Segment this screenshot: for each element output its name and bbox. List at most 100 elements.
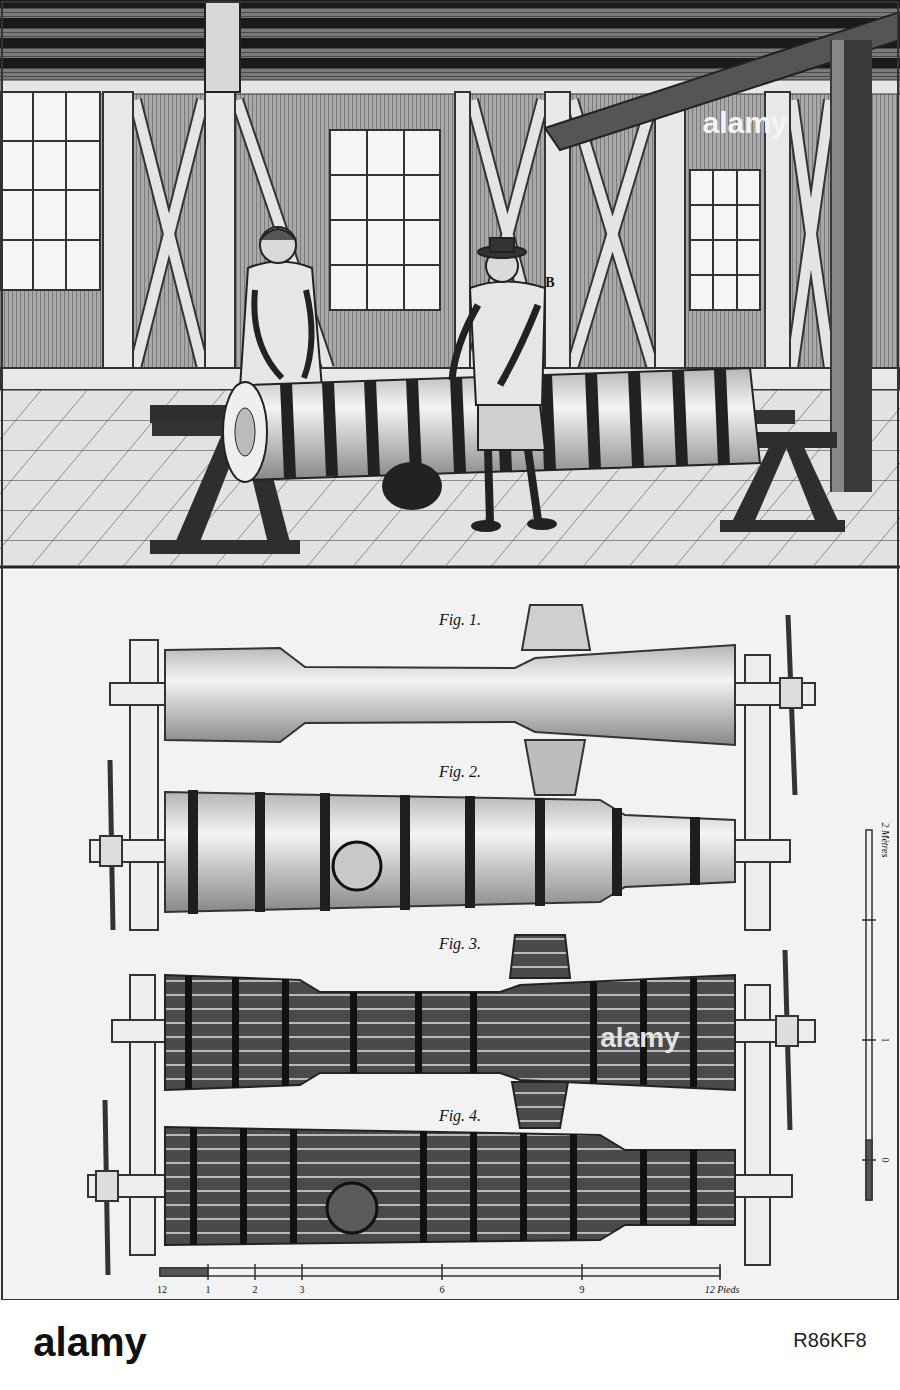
mold-with-hoops — [512, 1082, 568, 1128]
spindle — [730, 1020, 815, 1042]
scale-bar — [862, 920, 876, 1160]
mold-with-hoops — [240, 1128, 247, 1244]
scale-bar — [160, 1268, 208, 1276]
watermark-bar — [0, 1300, 900, 1390]
worker-figure — [452, 305, 478, 380]
cannon-mold — [152, 368, 795, 510]
mold-with-hoops — [690, 1150, 697, 1225]
window — [690, 170, 760, 310]
scale-number: 9 — [578, 1284, 587, 1295]
mold-with-bands — [165, 792, 735, 912]
worker-figure — [452, 238, 556, 531]
mold-profile — [522, 605, 590, 650]
cannon-mold — [382, 462, 442, 510]
spindle — [730, 1175, 792, 1197]
mold-with-hoops — [165, 1127, 735, 1245]
worker-figure — [500, 305, 538, 385]
mold-profile — [525, 740, 585, 795]
roof-beam — [205, 0, 900, 492]
cannon-mold — [364, 380, 380, 475]
mold-with-hoops — [290, 1129, 297, 1243]
image-id: R86KF8 — [793, 1329, 866, 1351]
workshop-scene — [0, 38, 900, 48]
mold-with-hoops — [185, 976, 697, 1089]
cannon-mold — [714, 370, 730, 465]
mold-with-hoops — [470, 1132, 477, 1242]
timber-post — [103, 92, 133, 377]
mold-with-hoops — [327, 1183, 377, 1233]
mold-with-bands — [188, 790, 700, 914]
worker-figure — [240, 262, 322, 389]
figure-label: Fig. 1. — [437, 611, 483, 629]
mold-with-hoops — [590, 982, 597, 1083]
timber-post — [655, 92, 685, 377]
mold-with-hoops — [190, 1127, 197, 1245]
timber-post — [0, 92, 900, 390]
mold-figures — [0, 2, 900, 1300]
window — [0, 92, 100, 290]
support-board — [130, 975, 155, 1255]
mold-with-bands — [612, 808, 622, 896]
scale-bar — [208, 1264, 720, 1280]
mold-with-hoops — [470, 992, 477, 1073]
mold-with-hoops — [520, 1133, 527, 1241]
mold-with-bands — [535, 798, 545, 906]
mold-with-hoops — [350, 992, 357, 1073]
scale-number: 2 — [251, 1284, 260, 1295]
worker-figure — [490, 238, 514, 252]
mold-with-bands — [400, 795, 410, 910]
roof-beam — [830, 40, 872, 492]
support-board — [130, 640, 770, 1265]
workshop-scene — [0, 566, 900, 569]
mold-with-hoops — [190, 1127, 697, 1245]
mold-with-hoops — [282, 979, 289, 1086]
callout-letter: B — [545, 275, 554, 290]
figure-label: Fig. 4. — [437, 1107, 483, 1125]
mold-with-hoops — [165, 935, 735, 1128]
spindle — [110, 683, 170, 705]
trestle — [785, 445, 840, 528]
worker-figure — [470, 282, 545, 406]
mold-with-hoops — [640, 1150, 647, 1225]
mold-with-hoops — [232, 977, 239, 1088]
spindle — [112, 1020, 172, 1042]
crank-handle — [776, 1016, 798, 1046]
worker-figure — [260, 227, 296, 263]
scale-number: 0 — [880, 1156, 891, 1165]
scale-unit: 12 Pieds — [703, 1284, 742, 1295]
mold-with-hoops — [415, 992, 422, 1073]
window — [330, 130, 440, 310]
mold-with-hoops — [165, 1127, 735, 1245]
watermark: alamy — [702, 106, 787, 139]
timber-post — [205, 92, 235, 377]
worker-figure — [304, 290, 312, 378]
worker-figure — [260, 229, 296, 240]
window — [0, 92, 100, 290]
mold-with-hoops — [690, 978, 697, 1087]
figure-label: Fig. 3. — [437, 935, 483, 953]
workshop-scene — [0, 80, 900, 390]
window — [330, 130, 440, 310]
workshop-scene — [0, 18, 900, 28]
worker-figure — [254, 290, 282, 378]
worker-figure — [528, 519, 556, 529]
workshop-scene — [0, 0, 900, 568]
cannon-mold — [450, 377, 466, 472]
mold-with-bands — [333, 842, 381, 890]
trestle — [720, 520, 845, 532]
scale-number: 1 — [880, 1036, 891, 1045]
mold-figures — [2, 2, 898, 1300]
workshop-scene — [0, 0, 900, 568]
mold-with-bands — [165, 790, 735, 914]
cannon-mold — [585, 373, 601, 469]
trestle — [150, 540, 300, 554]
mold-with-hoops — [185, 976, 192, 1089]
spindle — [730, 840, 790, 862]
worker-figure — [240, 227, 322, 388]
mold-with-bands — [320, 793, 330, 911]
mold-with-hoops — [420, 1131, 427, 1242]
worker-figure — [478, 405, 545, 450]
mold-with-bands — [465, 796, 475, 908]
